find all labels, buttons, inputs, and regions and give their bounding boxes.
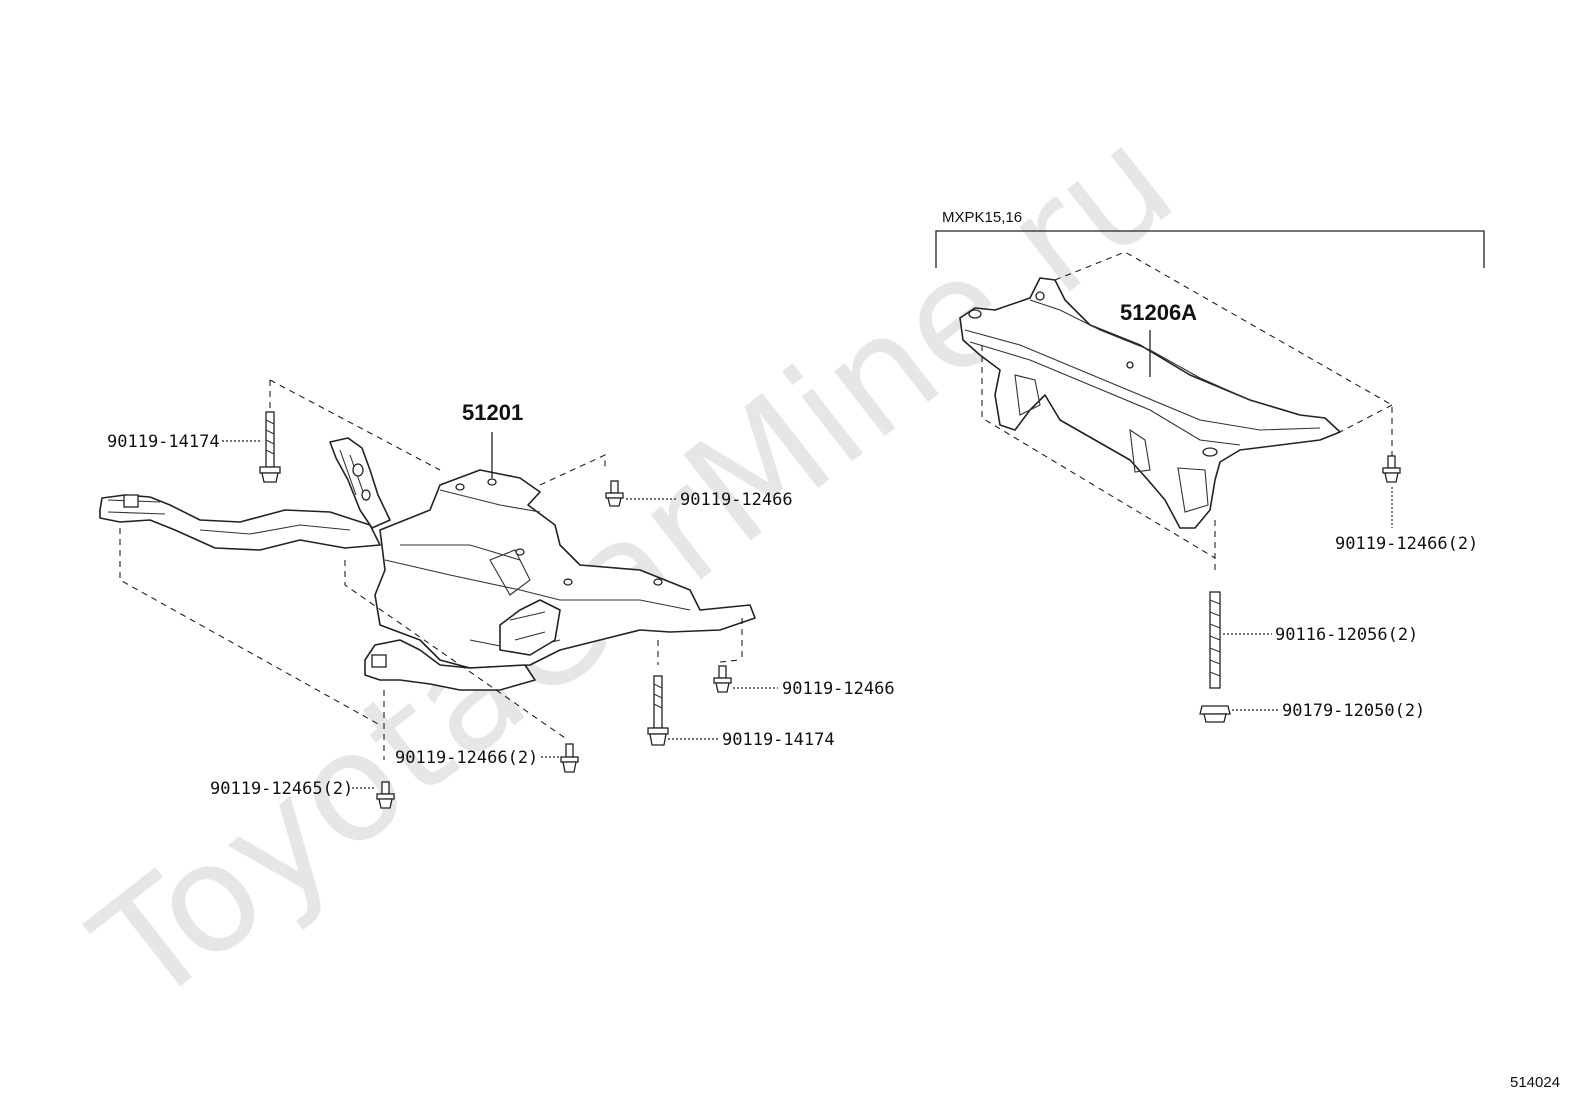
part-number-51206A: 51206A: [1120, 300, 1197, 325]
fastener-bottom-long: [647, 675, 669, 746]
callout-bottom-bolt-right: 90119-12466: [782, 679, 895, 699]
fastener-bottom-left: [376, 781, 395, 809]
fastener-variant-stud: [1209, 591, 1221, 689]
diagram-id: 514024: [1510, 1074, 1560, 1091]
variant-note: MXPK15,16: [942, 209, 1022, 226]
crossmember-variant-51206A: [959, 277, 1341, 529]
callout-bottom-left-bolt: 90119-12465(2): [210, 779, 353, 799]
callout-left-long-top: 90119-14174: [107, 432, 220, 452]
callout-variant-stud: 90116-12056(2): [1275, 625, 1418, 645]
watermark: ToyotaCarMine.ru: [64, 94, 1205, 1038]
fastener-top-right: [605, 480, 624, 507]
fastener-variant-bolt: [1382, 455, 1401, 483]
fastener-variant-nut: [1199, 705, 1231, 723]
fastener-bottom-mid: [560, 743, 579, 773]
front-crossmember-51201: [99, 437, 756, 691]
callout-bottom-bolt-long: 90119-14174: [722, 730, 835, 750]
fastener-bottom-right: [713, 665, 732, 693]
fastener-left-long: [259, 411, 281, 483]
callout-variant-nut: 90179-12050(2): [1282, 701, 1425, 721]
part-number-51201: 51201: [462, 400, 523, 425]
variant-bracket: [935, 230, 1485, 268]
callout-top-bolt-right: 90119-12466: [680, 490, 793, 510]
callout-bottom-mid-bolt: 90119-12466(2): [395, 748, 538, 768]
callout-variant-bolt: 90119-12466(2): [1335, 534, 1478, 554]
